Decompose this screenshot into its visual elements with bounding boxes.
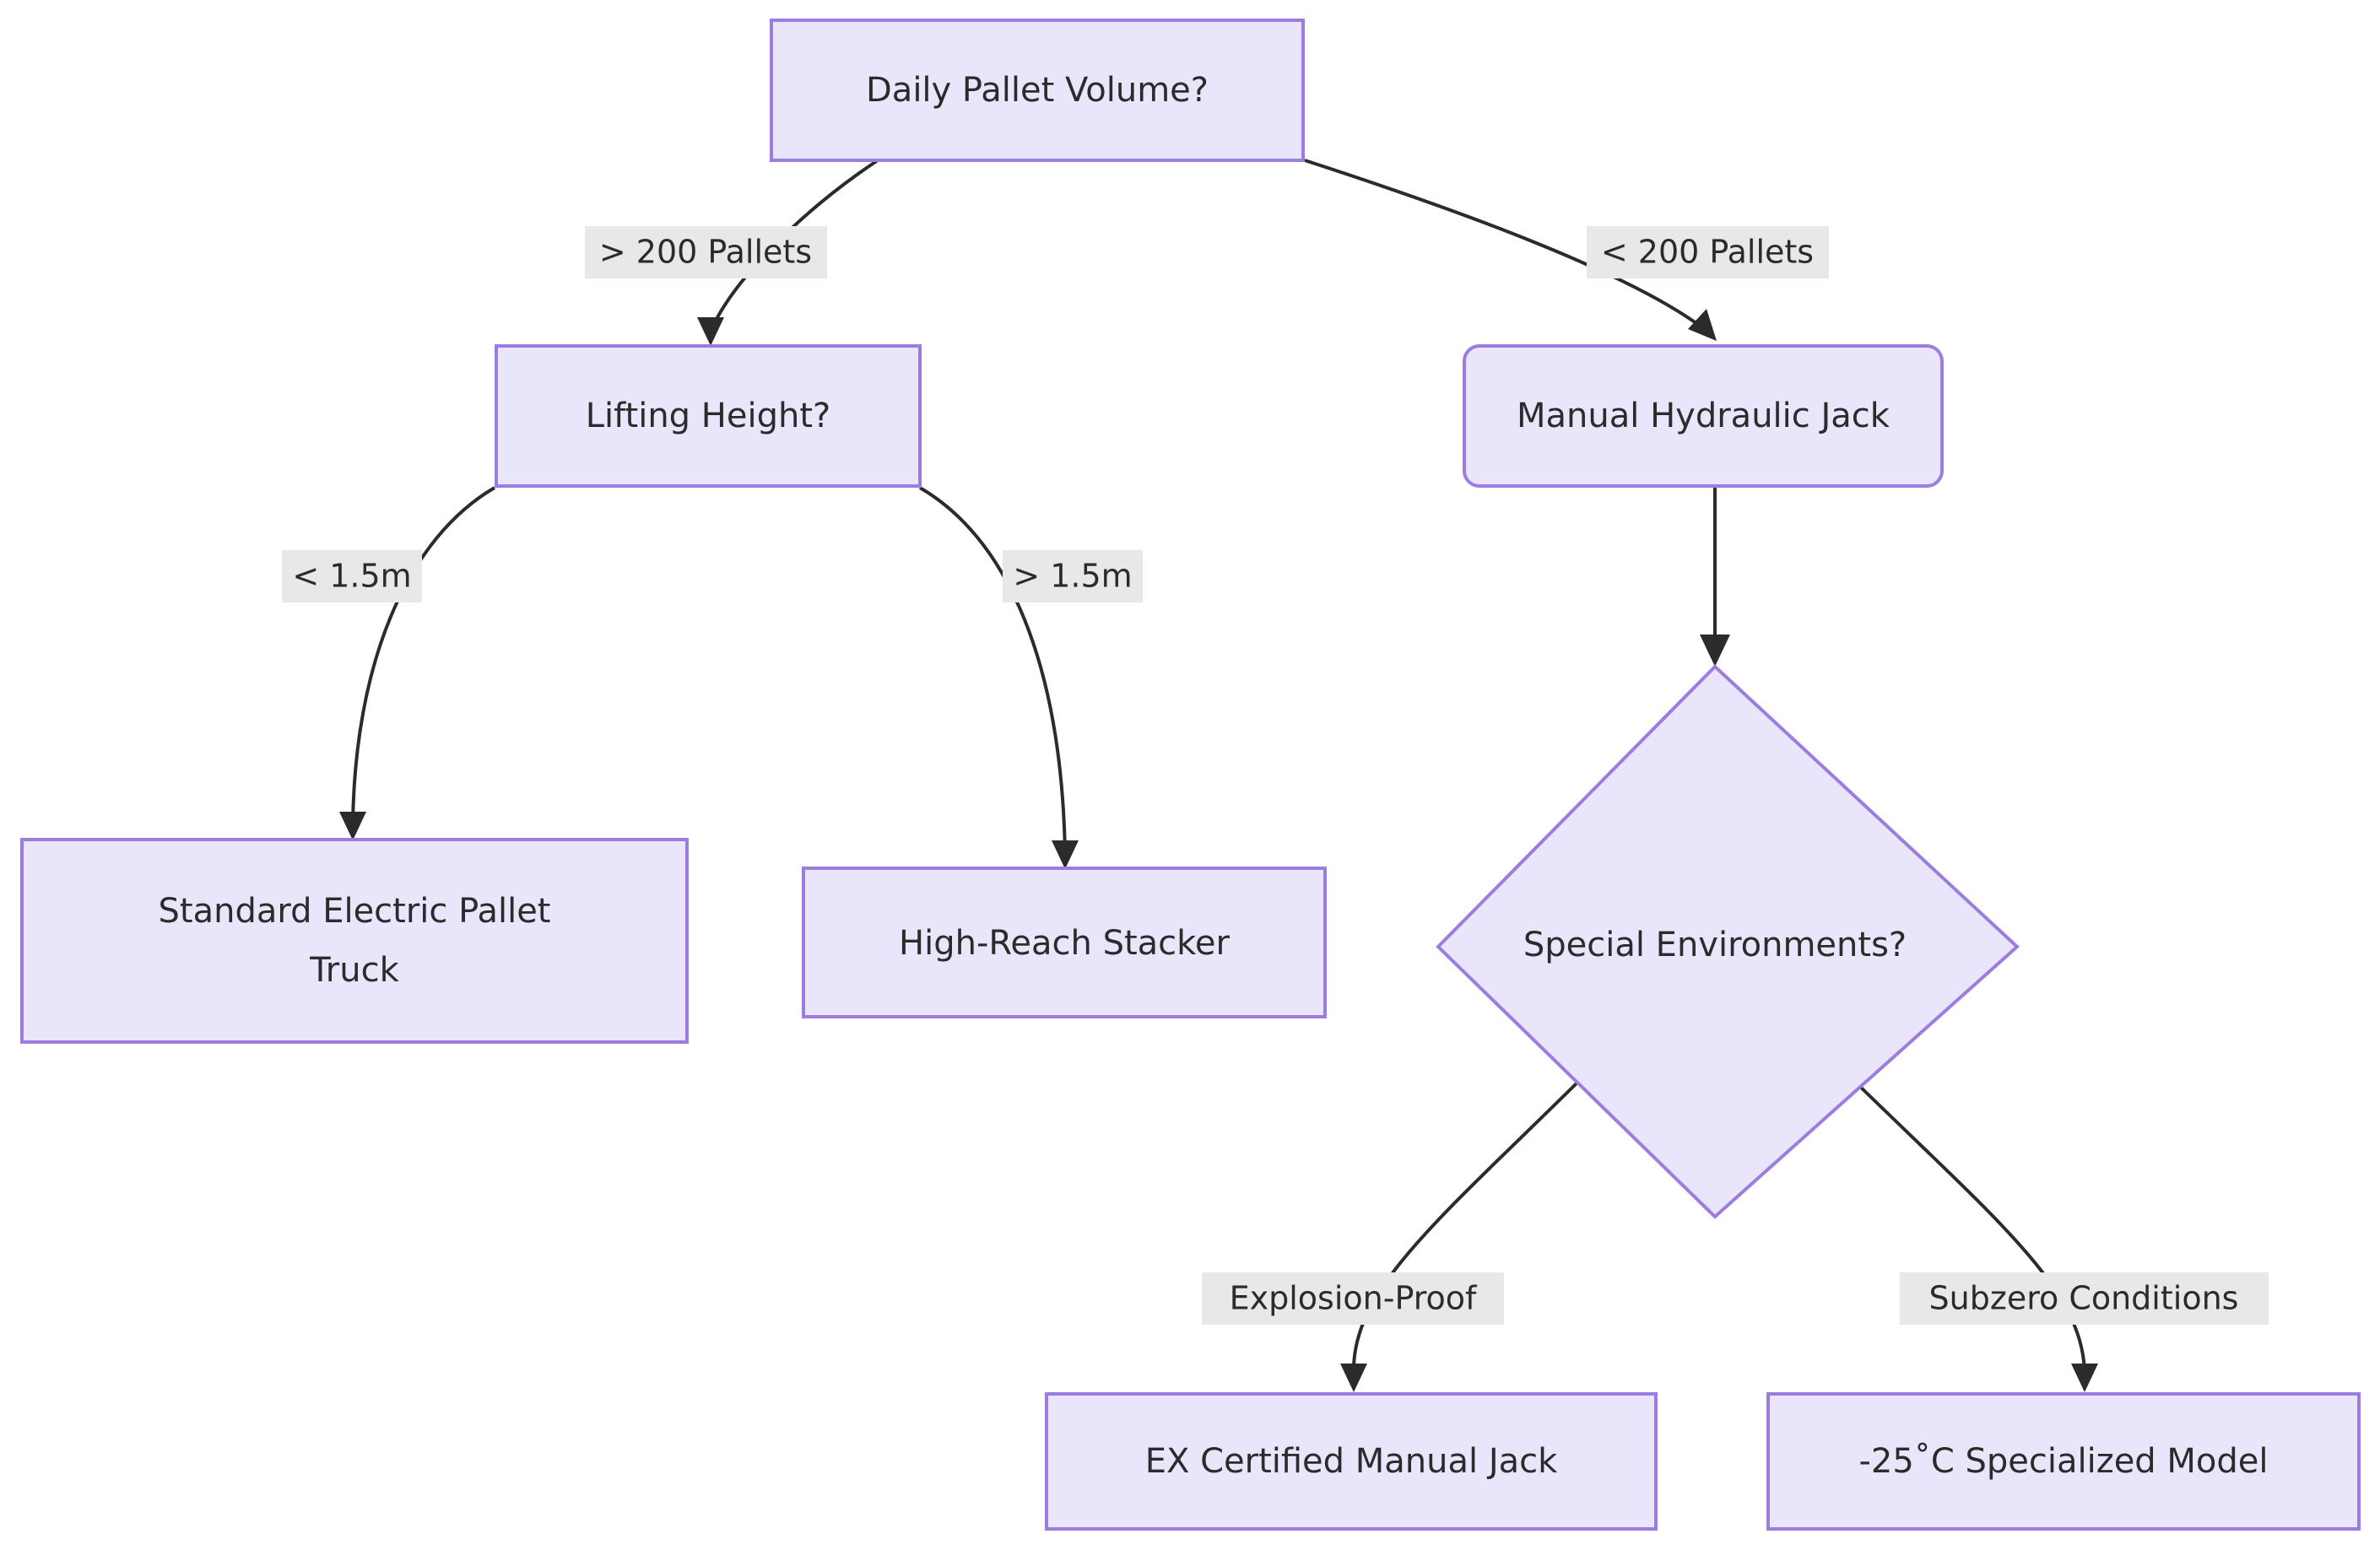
- edge-root-to-manual-hydraulic-jack: [1304, 159, 1717, 341]
- edge-path: [1304, 159, 1708, 332]
- node-shape-rect[interactable]: [1045, 1392, 1658, 1531]
- edge-path: [918, 486, 1067, 855]
- node-lifting-height[interactable]: Lifting Height?: [495, 344, 922, 488]
- edge-label-background: [1003, 550, 1143, 602]
- edge-label-gt-1-5m: > 1.5m: [1003, 550, 1143, 602]
- edge-label-text: < 200 Pallets: [1601, 234, 1814, 271]
- edge-special-environments-to-ex-certified-manual-jack: [1340, 1078, 1582, 1392]
- node-subzero-specialized-model[interactable]: -25˚C Specialized Model: [1766, 1392, 2361, 1531]
- node-daily-pallet-volume[interactable]: Daily Pallet Volume?: [770, 19, 1305, 162]
- edge-label-background: [1202, 1272, 1504, 1325]
- edge-path: [1351, 1078, 1582, 1376]
- node-shape-rect[interactable]: [770, 19, 1305, 162]
- edge-label-gt-200-pallets: > 200 Pallets: [585, 226, 827, 278]
- node-label: EX Certified Manual Jack: [1145, 1442, 1558, 1481]
- node-high-reach-stacker[interactable]: High-Reach Stacker: [802, 867, 1327, 1018]
- edge-label-text: Explosion-Proof: [1230, 1280, 1478, 1317]
- node-manual-hydraulic-jack[interactable]: Manual Hydraulic Jack: [1463, 344, 1944, 488]
- edge-label-lt-1-5m: < 1.5m: [282, 550, 422, 602]
- node-label: Manual Hydraulic Jack: [1517, 397, 1890, 435]
- node-label-line-1: Standard Electric Pallet: [159, 892, 551, 931]
- edge-layer: [339, 159, 2098, 1392]
- edge-lifting-height-to-high-reach-stacker: [918, 486, 1079, 869]
- edge-label-layer: > 200 Pallets < 200 Pallets < 1.5m > 1.5…: [282, 226, 2269, 1325]
- arrowhead-icon: [2071, 1364, 2098, 1392]
- node-special-environments[interactable]: Special Environments?: [1436, 664, 2020, 1219]
- edge-path: [351, 486, 496, 826]
- node-label: Daily Pallet Volume?: [866, 71, 1209, 110]
- node-label: Lifting Height?: [586, 397, 831, 435]
- node-shape-rect[interactable]: [495, 344, 922, 488]
- node-standard-electric-pallet-truck[interactable]: Standard Electric Pallet Truck: [20, 838, 689, 1044]
- node-label: Special Environments?: [1523, 926, 1907, 964]
- edge-label-background: [1587, 226, 1829, 278]
- node-ex-certified-manual-jack[interactable]: EX Certified Manual Jack: [1045, 1392, 1658, 1531]
- edge-label-subzero-conditions: Subzero Conditions: [1900, 1272, 2269, 1325]
- node-shape-diamond[interactable]: [1436, 664, 2020, 1219]
- edge-label-background: [282, 550, 422, 602]
- edge-label-text: > 200 Pallets: [599, 234, 812, 271]
- node-shape-rounded-rect[interactable]: [1463, 344, 1944, 488]
- edge-label-text: < 1.5m: [292, 558, 411, 595]
- arrowhead-icon: [1340, 1364, 1367, 1392]
- edge-label-text: > 1.5m: [1013, 558, 1132, 595]
- edge-label-text: Subzero Conditions: [1929, 1280, 2239, 1317]
- node-label: High-Reach Stacker: [899, 924, 1230, 963]
- edge-label-background: [585, 226, 827, 278]
- edge-label-lt-200-pallets: < 200 Pallets: [1587, 226, 1829, 278]
- arrowhead-icon: [1052, 840, 1079, 869]
- arrowhead-icon: [697, 317, 724, 346]
- edge-label-background: [1900, 1272, 2269, 1325]
- node-label-line-2: Truck: [309, 951, 399, 990]
- node-shape-rect[interactable]: [20, 838, 689, 1044]
- edge-lifting-height-to-standard-electric-pallet-truck: [339, 486, 496, 840]
- edge-manual-hydraulic-jack-to-special-environments: [1700, 488, 1730, 667]
- arrowhead-icon: [1700, 635, 1730, 667]
- arrowhead-icon: [339, 812, 366, 840]
- node-layer: Daily Pallet Volume? Lifting Height? Man…: [20, 19, 2361, 1531]
- arrowhead-icon: [1688, 309, 1717, 341]
- edge-special-environments-to-subzero-specialized-model: [1852, 1078, 2098, 1392]
- edge-path: [1852, 1078, 2086, 1376]
- edge-label-explosion-proof: Explosion-Proof: [1202, 1272, 1504, 1325]
- node-shape-rect[interactable]: [802, 867, 1327, 1018]
- node-shape-rect[interactable]: [1766, 1392, 2361, 1531]
- node-label: -25˚C Specialized Model: [1858, 1442, 2268, 1481]
